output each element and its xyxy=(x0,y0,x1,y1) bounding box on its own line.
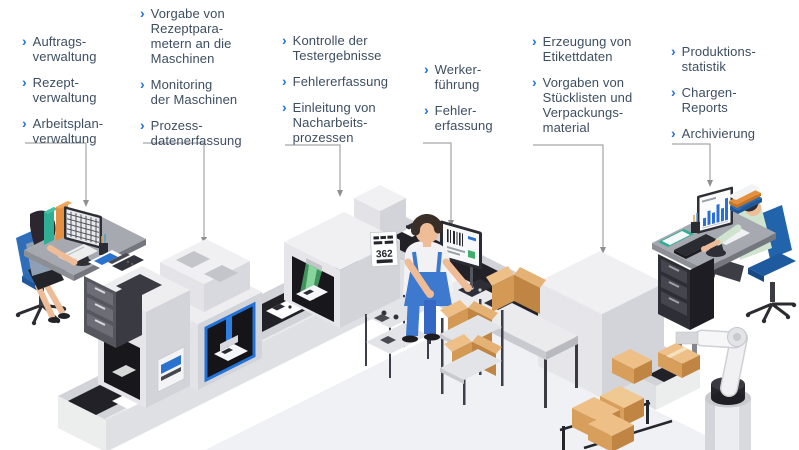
box-stack xyxy=(559,386,673,450)
feature-item: › Monitoring der Maschinen xyxy=(140,76,260,108)
feature-item: › Prozess- datenerfassung xyxy=(140,117,260,149)
feature-item: › Fehlererfassung xyxy=(282,73,404,90)
feature-item: › Fehler- erfassung xyxy=(424,102,524,134)
worker-monitor xyxy=(440,220,482,288)
scan-head xyxy=(306,258,322,272)
feature-item: › Einleitung von Nacharbeits- prozessen xyxy=(282,99,404,146)
notepad xyxy=(658,229,694,247)
chevron-bullet-icon: › xyxy=(282,73,287,89)
chevron-bullet-icon: › xyxy=(424,102,429,118)
feature-item: › Rezept- verwaltung xyxy=(22,74,132,106)
feature-item: › Vorgabe von Rezeptpara- metern an die … xyxy=(140,5,260,67)
counter-display-value: 362 xyxy=(376,249,394,261)
feature-label: Rezept- verwaltung xyxy=(32,75,97,105)
folders xyxy=(44,201,72,245)
feature-item: › Auftrags- verwaltung xyxy=(22,33,132,65)
feature-label: Arbeitsplan- verwaltung xyxy=(32,116,104,146)
feature-label: Vorgabe von Rezeptpara- metern an die Ma… xyxy=(150,6,232,66)
chevron-bullet-icon: › xyxy=(671,84,676,100)
chevron-bullet-icon: › xyxy=(671,125,676,141)
robot-arm xyxy=(658,327,751,450)
feature-item: › Produktions- statistik xyxy=(671,43,791,75)
pen-cup xyxy=(99,234,108,255)
label-group-labeling-packaging: › Erzeugung von Etikettdaten › Vorgaben … xyxy=(532,34,662,146)
circuit-board xyxy=(214,344,248,361)
assembly-worker xyxy=(402,213,472,343)
feature-label: Einleitung von Nacharbeits- prozessen xyxy=(292,100,376,145)
leader-lines xyxy=(25,142,711,248)
desktop-monitor xyxy=(697,186,733,257)
leader-arrowheads xyxy=(83,180,713,254)
gripped-box xyxy=(658,343,700,378)
feature-item: › Chargen- Reports xyxy=(671,84,791,116)
feature-item: › Kontrolle der Testergebnisse xyxy=(282,32,404,64)
bar-chart xyxy=(703,197,728,227)
circuit-board xyxy=(296,285,328,301)
feature-label: Prozess- datenerfassung xyxy=(150,118,242,148)
label-group-reporting: › Produktions- statistik › Chargen- Repo… xyxy=(671,44,791,152)
label-group-order-management: › Auftrags- verwaltung › Rezept- verwalt… xyxy=(22,34,132,157)
desk-drawers xyxy=(658,254,714,330)
chevron-bullet-icon: › xyxy=(532,74,537,90)
control-panel xyxy=(157,346,185,393)
feature-label: Fehlererfassung xyxy=(292,74,389,89)
chevron-bullet-icon: › xyxy=(282,99,287,115)
chevron-bullet-icon: › xyxy=(424,61,429,77)
chevron-bullet-icon: › xyxy=(22,74,27,90)
label-group-test-control: › Kontrolle der Testergebnisse › Fehlere… xyxy=(282,33,404,156)
chevron-bullet-icon: › xyxy=(671,43,676,59)
feature-item: › Arbeitsplan- verwaltung xyxy=(22,115,132,147)
office-desk-left xyxy=(15,201,146,348)
feature-label: Kontrolle der Testergebnisse xyxy=(292,33,382,63)
closed-box xyxy=(588,413,634,450)
feature-label: Auftrags- verwaltung xyxy=(32,34,97,64)
chevron-bullet-icon: › xyxy=(140,117,145,133)
pen-cup xyxy=(691,213,700,233)
feature-label: Monitoring der Maschinen xyxy=(150,77,238,107)
feature-label: Archivierung xyxy=(681,126,756,141)
chevron-bullet-icon: › xyxy=(532,33,537,49)
chevron-bullet-icon: › xyxy=(22,33,27,49)
work-tray xyxy=(458,279,494,297)
feature-item: › Archivierung xyxy=(671,125,791,142)
feature-label: Fehler- erfassung xyxy=(434,103,493,133)
storage-shelf xyxy=(440,299,504,405)
feature-item: › Werker- führung xyxy=(424,61,524,93)
feature-label: Vorgaben von Stücklisten und Verpackungs… xyxy=(542,75,633,135)
feature-label: Chargen- Reports xyxy=(681,85,737,115)
desk-drawers xyxy=(84,276,142,348)
feature-item: › Erzeugung von Etikettdaten xyxy=(532,33,662,65)
gripper xyxy=(675,331,699,345)
book-stack xyxy=(728,184,762,214)
feature-item: › Vorgaben von Stücklisten und Verpackun… xyxy=(532,74,662,136)
label-group-machine-control: › Vorgabe von Rezeptpara- metern an die … xyxy=(140,6,260,159)
closed-box xyxy=(612,349,652,384)
chevron-bullet-icon: › xyxy=(22,115,27,131)
counter-sign: 362 xyxy=(369,230,399,268)
chevron-bullet-icon: › xyxy=(140,5,145,21)
tablet xyxy=(88,250,124,268)
feature-label: Erzeugung von Etikettdaten xyxy=(542,34,632,64)
open-box xyxy=(486,266,546,314)
feature-label: Produktions- statistik xyxy=(681,44,756,74)
feature-label: Werker- führung xyxy=(434,62,482,92)
chevron-bullet-icon: › xyxy=(282,32,287,48)
office-desk-right xyxy=(652,184,797,330)
label-group-worker-guidance: › Werker- führung › Fehler- erfassung xyxy=(424,62,524,144)
chevron-bullet-icon: › xyxy=(140,76,145,92)
telephone xyxy=(108,253,144,271)
